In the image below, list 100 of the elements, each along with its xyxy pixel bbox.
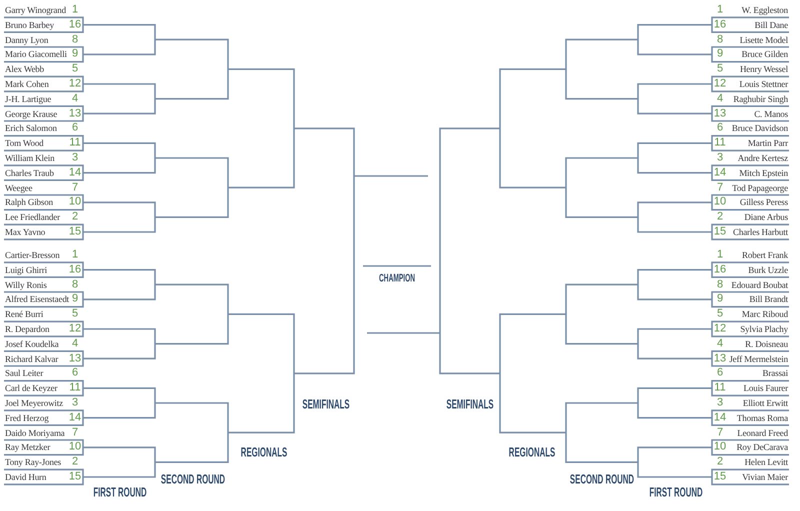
player-name: Garry Winogrand: [5, 4, 66, 15]
player-name: Bill Dane: [754, 20, 788, 30]
round-label: SECOND ROUND: [160, 472, 226, 486]
player-name: Elliott Erwitt: [742, 398, 788, 408]
round-label: SEMIFINALS: [302, 398, 350, 410]
round-label: FIRST ROUND: [649, 486, 703, 498]
seed-number: 2: [716, 212, 724, 223]
player-name: Tod Papageorge: [732, 182, 788, 193]
player-name: Mitch Epstein: [739, 168, 788, 178]
seed-number: 8: [716, 279, 724, 290]
seed-number: 1: [716, 4, 724, 16]
seed-number: 3: [716, 152, 724, 164]
player-name: Daido Moriyama: [5, 428, 65, 438]
player-name: Danny Lyon: [5, 34, 48, 45]
player-name: Edouard Boubat: [731, 280, 788, 290]
seed-number: 15: [68, 471, 82, 482]
seed-number: 2: [72, 212, 78, 223]
player-name: Saul Leiter: [5, 368, 44, 378]
seed-number: 1: [72, 4, 78, 16]
player-name: Bill Brandt: [749, 294, 788, 304]
seed-number: 16: [68, 264, 82, 276]
player-name: Carl de Keyzer: [5, 383, 58, 394]
seed-number: 10: [714, 196, 726, 208]
seed-number: 15: [68, 226, 82, 238]
player-name: W. Eggleston: [742, 4, 788, 15]
seed-number: 11: [69, 138, 81, 149]
seed-number: 3: [72, 152, 78, 164]
seed-number: 11: [714, 138, 726, 149]
seed-number: 7: [72, 182, 78, 194]
seed-number: 1: [716, 249, 724, 260]
player-name: Cartier-Bresson: [5, 250, 60, 260]
player-name: Diane Arbus: [744, 212, 788, 222]
seed-number: 9: [72, 294, 78, 305]
seed-number: 14: [714, 167, 726, 178]
seed-number: 5: [716, 64, 724, 75]
player-name: Joel Meyerowitz: [5, 398, 63, 408]
champion-label: CHAMPION: [379, 274, 415, 284]
player-name: Lee Friedlander: [5, 212, 60, 222]
seed-number: 12: [68, 78, 82, 90]
player-name: Roy DeCarava: [736, 442, 788, 452]
player-name: Louis Stettner: [739, 78, 788, 89]
seed-number: 8: [72, 34, 78, 46]
seed-number: 10: [68, 442, 82, 453]
player-name: Bruce Davidson: [732, 123, 788, 134]
seed-number: 15: [714, 226, 726, 238]
player-name: William Klein: [5, 152, 54, 163]
round-label: REGIONALS: [508, 446, 556, 458]
player-name: Tom Wood: [5, 138, 44, 148]
seed-number: 13: [68, 353, 82, 364]
player-name: Lisette Model: [740, 34, 788, 45]
player-name: Willy Ronis: [5, 280, 47, 290]
seed-number: 8: [716, 34, 724, 46]
player-name: J-H. Lartigue: [5, 94, 52, 104]
player-name: Andre Kertesz: [738, 152, 788, 163]
seed-number: 14: [68, 412, 82, 424]
seed-number: 7: [72, 427, 78, 438]
player-name: Jeff Mermelstein: [729, 354, 788, 364]
seed-number: 5: [72, 308, 78, 320]
seed-number: 12: [714, 78, 726, 90]
seed-number: 14: [714, 412, 726, 424]
seed-number: 11: [714, 382, 726, 394]
seed-number: 10: [68, 196, 82, 208]
player-name: George Krause: [5, 108, 58, 119]
seed-number: 6: [716, 368, 724, 379]
seed-number: 13: [714, 353, 726, 364]
seed-number: 9: [716, 48, 724, 60]
player-name: Josef Koudelka: [5, 338, 59, 349]
seed-number: 5: [72, 64, 78, 75]
player-name: Helen Levitt: [744, 457, 788, 468]
seed-number: 13: [68, 108, 82, 120]
player-name: Martin Parr: [748, 138, 788, 148]
player-name: Fred Herzog: [5, 412, 49, 423]
seed-number: 6: [72, 368, 78, 379]
round-label: REGIONALS: [240, 446, 288, 458]
player-name: Alex Webb: [5, 64, 44, 74]
player-name: Max Yavno: [5, 226, 46, 237]
player-name: Ralph Gibson: [5, 197, 53, 208]
player-name: Charles Traub: [5, 168, 54, 178]
seed-number: 8: [72, 279, 78, 290]
seed-number: 9: [716, 294, 724, 305]
seed-number: 6: [716, 122, 724, 134]
player-name: Tony Ray-Jones: [5, 457, 62, 468]
round-label: SEMIFINALS: [446, 398, 494, 410]
seed-number: 7: [716, 427, 724, 438]
player-name: Ray Metzker: [5, 442, 50, 452]
seed-number: 13: [714, 108, 726, 120]
seed-number: 14: [68, 167, 82, 178]
player-name: Louis Faurer: [744, 383, 788, 394]
player-name: Leonard Freed: [737, 428, 788, 438]
seed-number: 16: [714, 19, 726, 30]
seed-number: 2: [72, 456, 78, 468]
seed-number: 2: [716, 456, 724, 468]
player-name: Bruce Gilden: [742, 49, 788, 60]
player-name: R. Depardon: [5, 324, 50, 334]
player-name: Vivian Maier: [742, 472, 788, 482]
player-name: Richard Kalvar: [5, 354, 58, 364]
player-name: Robert Frank: [742, 250, 788, 260]
seed-number: 16: [714, 264, 726, 276]
seed-number: 4: [716, 338, 724, 350]
player-name: Sylvia Plachy: [740, 324, 788, 334]
